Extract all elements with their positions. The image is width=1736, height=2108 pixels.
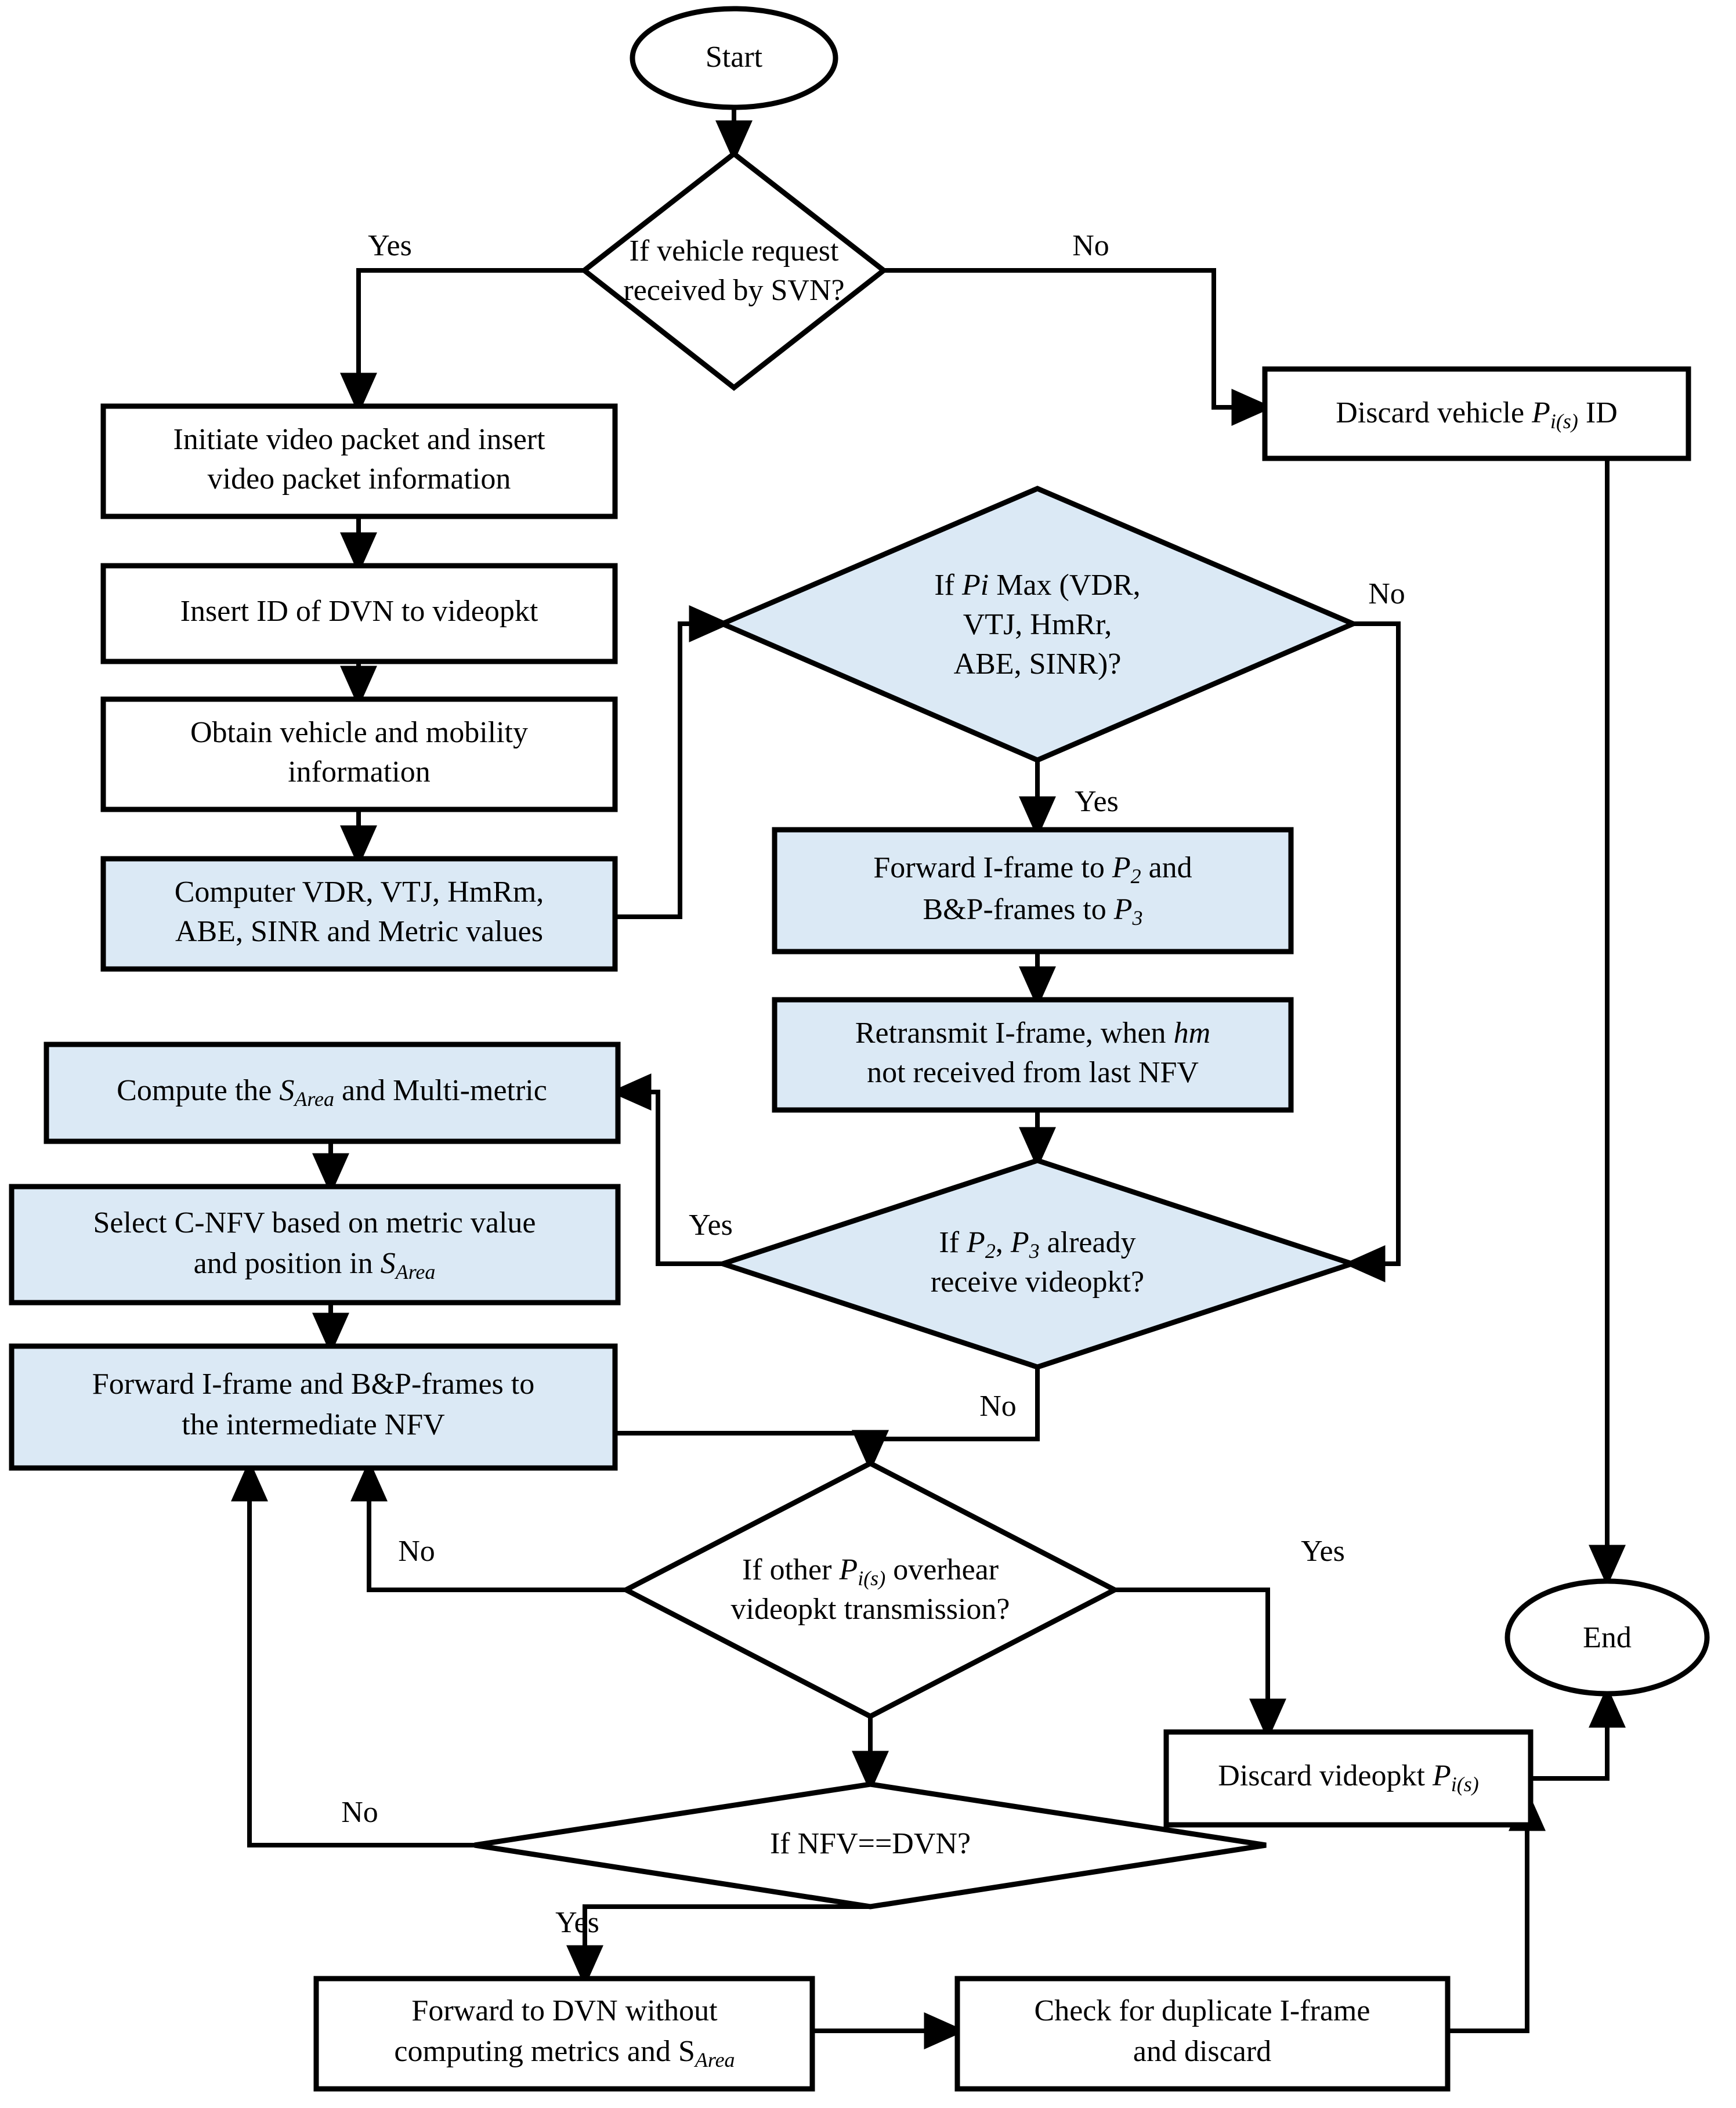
forward-to-dvn-line1: Forward to DVN without <box>411 1994 718 2027</box>
node-computer-metrics[interactable]: Computer VDR, VTJ, HmRm, ABE, SINR and M… <box>100 856 618 972</box>
decision-vehicle-request-line1: If vehicle request <box>630 234 839 267</box>
node-forward-intermediate-nfv[interactable]: Forward I-frame and B&P-frames to the in… <box>9 1343 618 1471</box>
edge-overhear-no <box>350 1459 626 1592</box>
discard-vehicle-id-text: Discard vehicle Pi(s) ID <box>1336 396 1618 433</box>
decision-p2p3-line1: If P2, P3 already <box>939 1226 1135 1263</box>
initiate-line2: video packet information <box>208 462 511 496</box>
node-forward-to-dvn[interactable]: Forward to DVN without computing metrics… <box>313 1976 815 2092</box>
computer-metrics-line1: Computer VDR, VTJ, HmRm, <box>175 876 544 909</box>
edge-label-pimax-yes: Yes <box>1075 785 1119 818</box>
edge-pimax-no <box>1343 621 1401 1282</box>
decision-vehicle-request-line2: received by SVN? <box>623 274 844 307</box>
edge-nfvdvn-yes <box>566 1904 870 1987</box>
insert-id-box <box>100 563 618 664</box>
end-oval <box>1504 1578 1710 1697</box>
node-decision-vehicle-request[interactable]: If vehicle request received by SVN? <box>580 150 888 391</box>
insert-id-line1: Insert ID of DVN to videopkt <box>180 595 538 628</box>
edge-computer-to-pimax <box>615 605 731 919</box>
node-decision-nfv-dvn[interactable]: If NFV==DVN? <box>474 1781 1267 1910</box>
edge-request-yes <box>340 268 584 415</box>
compute-sarea-box <box>44 1042 621 1144</box>
edge-p2p3-yes <box>609 1073 723 1266</box>
forward-intermediate-line1: Forward I-frame and B&P-frames to <box>92 1368 534 1401</box>
edge-nfvdvn-no <box>231 1459 661 1847</box>
edge-label-request-no: No <box>1072 229 1109 262</box>
obtain-box <box>100 696 618 812</box>
forward-frames-box <box>772 827 1294 954</box>
node-end[interactable]: End <box>1504 1578 1710 1697</box>
forward-frames-line2: B&P-frames to P3 <box>923 893 1142 930</box>
node-check-duplicate[interactable]: Check for duplicate I-frame and discard <box>954 1976 1451 2092</box>
discard-vehicle-id-box <box>1262 366 1691 461</box>
decision-p2p3-line2: receive videopkt? <box>931 1265 1144 1299</box>
discard-videopkt-text: Discard videopkt Pi(s) <box>1218 1759 1478 1796</box>
node-start[interactable]: Start <box>630 6 838 110</box>
node-obtain-mobility[interactable]: Obtain vehicle and mobility information <box>100 696 618 812</box>
retransmit-box <box>772 997 1294 1113</box>
forward-frames-line1: Forward I-frame to P2 and <box>873 851 1192 888</box>
decision-p2p3-diamond <box>714 1158 1361 1370</box>
decision-nfvdvn-line1: If NFV==DVN? <box>770 1827 971 1860</box>
obtain-line1: Obtain vehicle and mobility <box>190 716 528 749</box>
discard-videopkt-box <box>1163 1729 1534 1828</box>
node-insert-dvn-id[interactable]: Insert ID of DVN to videopkt <box>100 563 618 664</box>
select-cnfv-line1: Select C-NFV based on metric value <box>93 1206 536 1239</box>
edge-label-nfvdvn-yes: Yes <box>555 1906 599 1939</box>
node-decision-overhear[interactable]: If other Pi(s) overhear videopkt transmi… <box>620 1460 1120 1720</box>
connectors <box>231 107 1626 2049</box>
edge-label-nfvdvn-no: No <box>341 1796 378 1829</box>
edge-check-to-discardline <box>1448 1789 1546 2033</box>
node-forward-frames-p2-p3[interactable]: Forward I-frame to P2 and B&P-frames to … <box>772 827 1294 954</box>
initiate-box <box>100 403 618 519</box>
decision-nfvdvn-diamond <box>474 1781 1267 1910</box>
edge-request-no <box>884 268 1274 426</box>
decision-overhear-diamond <box>620 1460 1120 1720</box>
decision-pi-max-diamond <box>715 486 1360 763</box>
node-retransmit-iframe[interactable]: Retransmit I-frame, when hm not received… <box>772 997 1294 1113</box>
decision-pi-max-line3: ABE, SINR)? <box>954 648 1122 681</box>
edge-label-p2p3-yes: Yes <box>689 1209 733 1242</box>
check-duplicate-line2: and discard <box>1133 2035 1271 2068</box>
obtain-line2: information <box>288 755 431 789</box>
forward-to-dvn-line2: computing metrics and SArea <box>394 2035 735 2071</box>
node-select-cnfv[interactable]: Select C-NFV based on metric value and p… <box>9 1184 621 1306</box>
decision-overhear-line2: videopkt transmission? <box>731 1593 1010 1626</box>
node-decision-p2-p3-received[interactable]: If P2, P3 already receive videopkt? <box>714 1158 1361 1370</box>
select-cnfv-line2: and position in SArea <box>194 1247 436 1283</box>
compute-sarea-line1: Compute the SArea and Multi-metric <box>117 1074 547 1111</box>
edge-forward-to-overhear <box>615 1430 889 1472</box>
node-decision-pi-max[interactable]: If Pi Max (VDR, VTJ, HmRr, ABE, SINR)? <box>715 486 1360 763</box>
node-compute-sarea[interactable]: Compute the SArea and Multi-metric <box>44 1042 621 1144</box>
forward-to-dvn-box <box>313 1976 815 2092</box>
edge-label-overhear-no: No <box>398 1535 435 1568</box>
start-oval <box>630 6 838 110</box>
edge-label-request-yes: Yes <box>368 229 412 262</box>
computer-metrics-line2: ABE, SINR and Metric values <box>175 915 543 948</box>
node-discard-videopkt[interactable]: Discard videopkt Pi(s) <box>1163 1729 1534 1828</box>
decision-overhear-line1: If other Pi(s) overhear <box>742 1553 999 1590</box>
edge-label-p2p3-no: No <box>979 1390 1017 1423</box>
check-duplicate-box <box>954 1976 1451 2092</box>
forward-intermediate-box <box>9 1343 618 1471</box>
edge-label-pimax-no: No <box>1368 577 1405 610</box>
computer-metrics-box <box>100 856 618 972</box>
forward-intermediate-line2: the intermediate NFV <box>182 1408 444 1441</box>
retransmit-line2: not received from last NFV <box>867 1056 1199 1089</box>
check-duplicate-line1: Check for duplicate I-frame <box>1035 1994 1370 2027</box>
initiate-line1: Initiate video packet and insert <box>173 423 545 456</box>
edge-discard-to-end <box>1531 1686 1626 1781</box>
node-initiate-video-packet[interactable]: Initiate video packet and insert video p… <box>100 403 618 519</box>
decision-pi-max-line2: VTJ, HmRr, <box>963 608 1112 641</box>
select-cnfv-box <box>9 1184 621 1306</box>
start-label: Start <box>706 41 763 74</box>
end-label: End <box>1583 1621 1632 1654</box>
edge-overhear-yes <box>1115 1588 1286 1741</box>
decision-pi-max-line1: If Pi Max (VDR, <box>934 569 1140 602</box>
decision-diamond <box>580 150 888 391</box>
edge-label-overhear-yes: Yes <box>1301 1535 1345 1568</box>
node-discard-vehicle-id[interactable]: Discard vehicle Pi(s) ID <box>1262 366 1691 461</box>
retransmit-line1: Retransmit I-frame, when hm <box>855 1017 1210 1050</box>
